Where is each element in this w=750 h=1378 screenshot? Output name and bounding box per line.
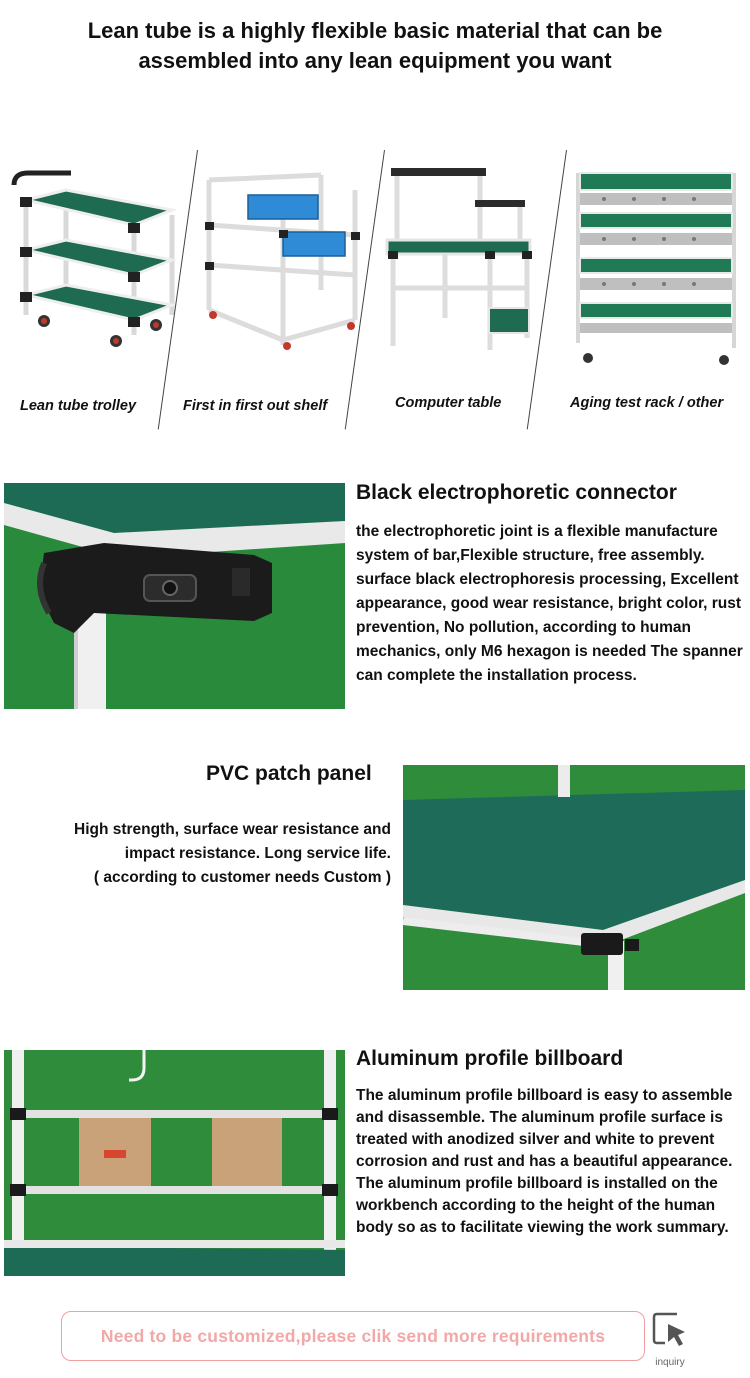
gallery-caption: Lean tube trolley: [20, 398, 137, 414]
gallery-caption: Aging test rack / other: [570, 395, 724, 411]
pvc-panel-image: [403, 765, 745, 990]
billboard-description: The aluminum profile billboard is easy t…: [356, 1087, 733, 1236]
pvc-description: High strength, surface wear resistance a…: [4, 818, 391, 890]
billboard-image: [4, 1050, 345, 1276]
pvc-title: PVC patch panel: [206, 762, 372, 785]
computer-table-image: [385, 168, 532, 350]
pvc-line-1: High strength, surface wear resistance a…: [74, 821, 391, 838]
connector-photo: [4, 483, 345, 709]
gallery-caption: First in first out shelf: [183, 398, 328, 414]
fifo-shelf-image: [205, 172, 360, 350]
connector-title: Black electrophoretic connector: [356, 481, 677, 504]
connector-image: [4, 483, 345, 709]
billboard-photo: [4, 1050, 345, 1276]
page-headline: Lean tube is a highly flexible basic mat…: [20, 16, 730, 76]
customize-request-button[interactable]: Need to be customized,please clik send m…: [61, 1311, 645, 1361]
headline-line-2: assembled into any lean equipment you wa…: [138, 48, 612, 73]
inquiry-label: inquiry: [655, 1357, 685, 1368]
cursor-click-icon: [652, 1312, 685, 1346]
headline-line-1: Lean tube is a highly flexible basic mat…: [87, 18, 663, 43]
pvc-panel-photo: [403, 765, 745, 990]
aging-test-rack-image: [576, 172, 736, 365]
product-gallery: Lean tube trolley First in first out she…: [0, 140, 750, 440]
pvc-line-2: impact resistance. Long service life.: [124, 845, 391, 862]
pvc-line-3: ( according to customer needs Custom ): [93, 869, 391, 886]
inquiry-button[interactable]: inquiry: [650, 1310, 690, 1368]
gallery-caption: Computer table: [395, 395, 502, 411]
lean-tube-trolley-image: [11, 170, 178, 347]
connector-description: the electrophoretic joint is a flexible …: [356, 523, 743, 684]
billboard-title: Aluminum profile billboard: [356, 1047, 624, 1070]
customize-request-label: Need to be customized,please clik send m…: [100, 1325, 606, 1346]
